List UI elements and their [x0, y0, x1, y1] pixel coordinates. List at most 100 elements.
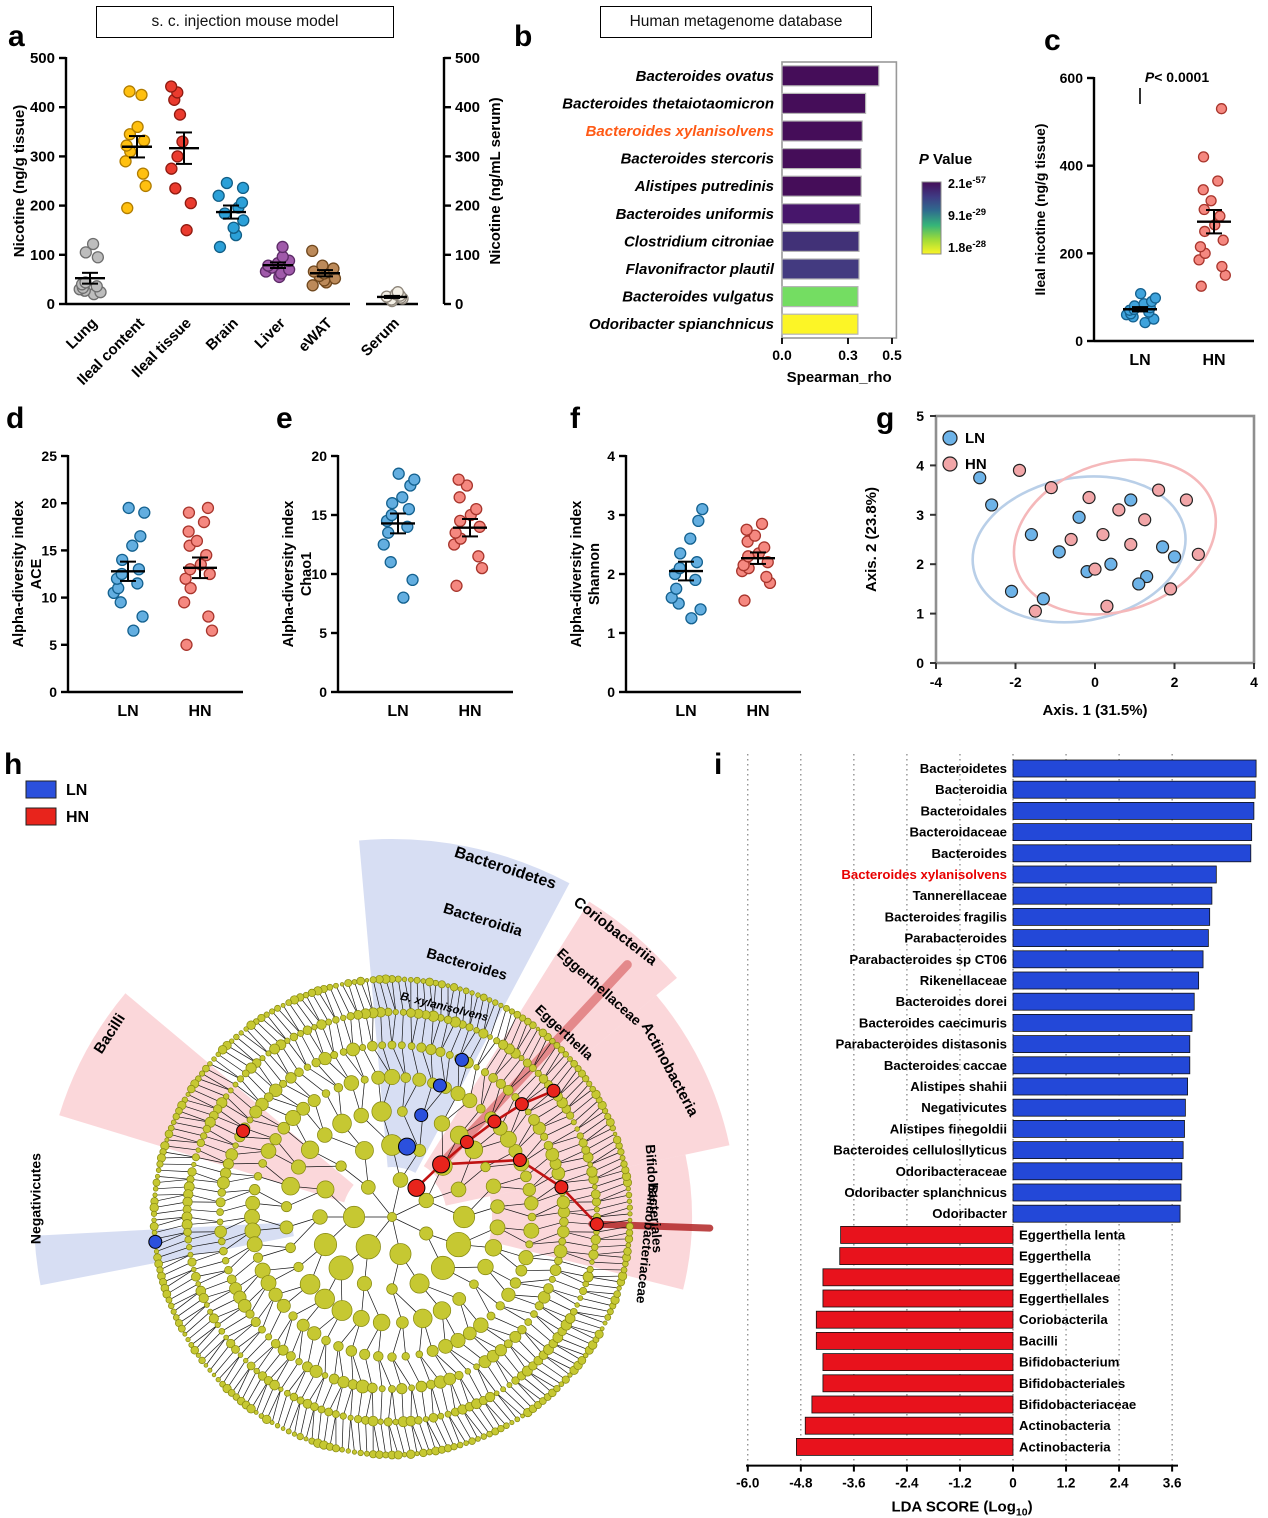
panel-i-svg: BacteroidetesBacteroidiaBacteroidalesBac… — [736, 754, 1257, 1518]
svg-text:0: 0 — [1075, 333, 1083, 349]
svg-text:400: 400 — [455, 99, 480, 116]
svg-text:-6.0: -6.0 — [736, 1476, 759, 1491]
svg-text:LN: LN — [1129, 352, 1150, 369]
svg-text:Actinobacteria: Actinobacteria — [1019, 1439, 1111, 1454]
svg-text:0.5: 0.5 — [882, 347, 902, 363]
panel-letter-d: d — [6, 402, 25, 435]
svg-text:2.4: 2.4 — [1110, 1476, 1129, 1491]
svg-text:LN: LN — [965, 430, 985, 447]
svg-text:Nicotine (ng/g tissue): Nicotine (ng/g tissue) — [11, 105, 28, 258]
svg-text:0: 0 — [47, 296, 55, 313]
svg-text:600: 600 — [1060, 70, 1084, 86]
svg-text:15: 15 — [311, 507, 327, 523]
svg-text:0.0: 0.0 — [772, 347, 792, 363]
svg-text:Bacteroidia: Bacteroidia — [935, 782, 1007, 797]
svg-text:Eggerthellales: Eggerthellales — [1019, 1291, 1109, 1306]
svg-text:Tannerellaceae: Tannerellaceae — [913, 888, 1007, 903]
svg-text:LN: LN — [387, 703, 408, 720]
svg-text:Bifidobacteriaceae: Bifidobacteriaceae — [1019, 1397, 1136, 1412]
svg-text:Eggerthellaceae: Eggerthellaceae — [1019, 1270, 1120, 1285]
svg-text:5: 5 — [49, 637, 57, 653]
svg-text:Bifidobacterium: Bifidobacterium — [1019, 1355, 1119, 1370]
svg-text:Bifidobacteriales: Bifidobacteriales — [1019, 1376, 1125, 1391]
panel-letter-a: a — [8, 20, 25, 53]
svg-text:100: 100 — [455, 247, 480, 264]
svg-text:Bacteroides ovatus: Bacteroides ovatus — [636, 68, 774, 85]
svg-text:Bacteroides caecimuris: Bacteroides caecimuris — [859, 1015, 1007, 1030]
svg-text:2: 2 — [607, 566, 615, 582]
svg-text:-4: -4 — [930, 674, 943, 690]
panel-a-title: s. c. injection mouse model — [96, 6, 394, 38]
svg-text:Parabacteroides distasonis: Parabacteroides distasonis — [835, 1037, 1007, 1052]
panel-b-title: Human metagenome database — [600, 6, 872, 38]
panel-letter-e: e — [276, 402, 293, 435]
svg-text:Alistipes putredinis: Alistipes putredinis — [634, 178, 774, 195]
svg-text:Flavonifractor plautil: Flavonifractor plautil — [626, 261, 775, 278]
svg-text:3: 3 — [607, 507, 615, 523]
svg-text:Bacteroides fragilis: Bacteroides fragilis — [885, 909, 1007, 924]
panel-letter-h: h — [4, 748, 23, 781]
svg-text:100: 100 — [30, 247, 55, 264]
svg-text:2: 2 — [916, 556, 924, 572]
svg-text:Axis. 2 (23.8%): Axis. 2 (23.8%) — [863, 487, 880, 592]
svg-text:1: 1 — [916, 606, 924, 622]
svg-text:-2.4: -2.4 — [895, 1476, 919, 1491]
panel-letter-f: f — [570, 402, 580, 435]
svg-text:LN: LN — [675, 703, 696, 720]
svg-text:Bacteroides stercoris: Bacteroides stercoris — [621, 151, 774, 168]
svg-text:Axis. 1 (31.5%): Axis. 1 (31.5%) — [1042, 702, 1147, 719]
svg-text:Parabacteroides: Parabacteroides — [904, 931, 1007, 946]
svg-text:Actinobacteria: Actinobacteria — [1019, 1418, 1111, 1433]
svg-text:0: 0 — [455, 296, 463, 313]
svg-text:20: 20 — [41, 495, 57, 511]
svg-text:5: 5 — [319, 625, 327, 641]
svg-text:Chao1: Chao1 — [299, 552, 315, 596]
svg-text:Bacteroides cellulosllyticus: Bacteroides cellulosllyticus — [833, 1143, 1007, 1158]
svg-text:Bacteroidales: Bacteroidales — [921, 803, 1008, 818]
svg-text:LN: LN — [117, 703, 138, 720]
svg-text:10: 10 — [41, 590, 57, 606]
svg-text:Eggerthella: Eggerthella — [1019, 1249, 1091, 1264]
svg-text:0: 0 — [1091, 674, 1099, 690]
svg-text:15: 15 — [41, 542, 57, 558]
svg-text:400: 400 — [1060, 158, 1084, 174]
svg-text:200: 200 — [30, 198, 55, 215]
svg-text:400: 400 — [30, 99, 55, 116]
svg-text:Parabacteroides sp CT06: Parabacteroides sp CT06 — [849, 952, 1007, 967]
svg-text:Bacteroides caccae: Bacteroides caccae — [884, 1058, 1007, 1073]
svg-text:Bacteroides vulgatus: Bacteroides vulgatus — [622, 289, 774, 306]
svg-text:Spearman_rho: Spearman_rho — [787, 369, 892, 386]
svg-text:4: 4 — [607, 448, 615, 464]
svg-text:Shannon: Shannon — [587, 543, 603, 605]
svg-text:Nicotine (ng/mL serum): Nicotine (ng/mL serum) — [487, 97, 504, 264]
svg-text:Eggerthella lenta: Eggerthella lenta — [1019, 1227, 1126, 1242]
svg-text:HN: HN — [66, 809, 89, 826]
svg-text:Bacteroides dorei: Bacteroides dorei — [896, 994, 1007, 1009]
svg-text:1.8e-28: 1.8e-28 — [948, 239, 986, 255]
panel-letter-i: i — [714, 748, 723, 781]
svg-text:Bacteroides thetaiotaomicron: Bacteroides thetaiotaomicron — [562, 95, 774, 112]
svg-text:0: 0 — [319, 684, 327, 700]
svg-text:4: 4 — [1250, 674, 1258, 690]
panel-letter-b: b — [514, 20, 533, 53]
svg-text:HN: HN — [1202, 352, 1225, 369]
svg-text:Odoribacter splanchnicus: Odoribacter splanchnicus — [844, 1185, 1007, 1200]
svg-text:-3.6: -3.6 — [842, 1476, 866, 1491]
svg-text:-2: -2 — [1009, 674, 1022, 690]
svg-text:300: 300 — [30, 148, 55, 165]
svg-text:0: 0 — [607, 684, 615, 700]
svg-text:Odoribacteraceae: Odoribacteraceae — [896, 1164, 1007, 1179]
svg-text:2.1e-57: 2.1e-57 — [948, 175, 986, 191]
svg-text:0: 0 — [916, 655, 924, 671]
svg-text:Bacteroides: Bacteroides — [932, 846, 1008, 861]
